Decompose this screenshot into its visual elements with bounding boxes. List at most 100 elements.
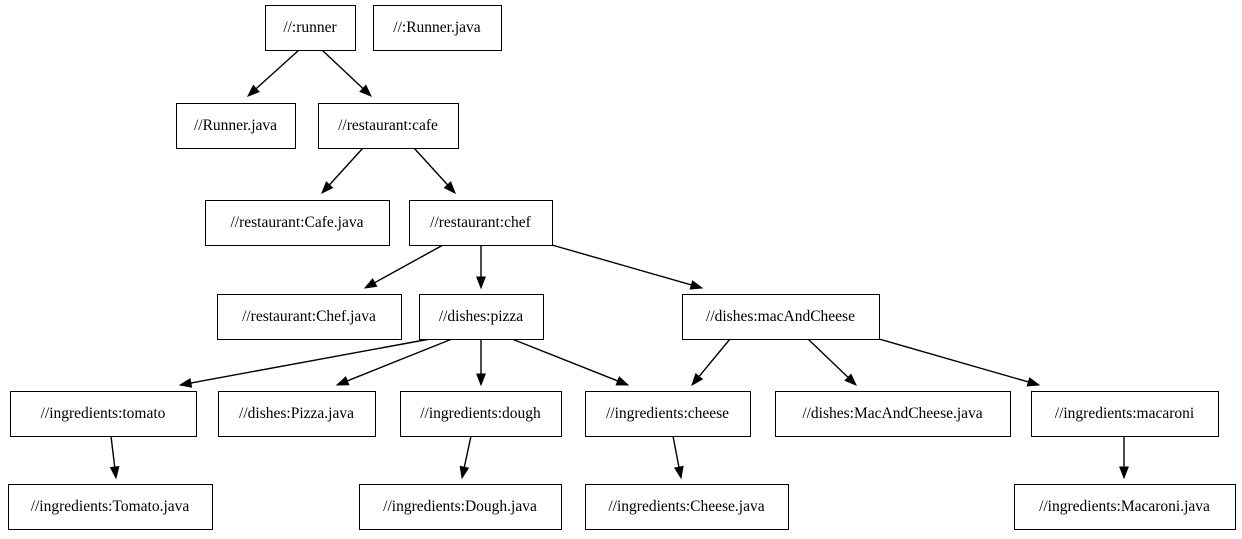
node-box[interactable] bbox=[775, 391, 1011, 437]
edge-arrowhead bbox=[674, 465, 684, 480]
node-label: //restaurant:cafe bbox=[338, 117, 438, 134]
graph-edge bbox=[691, 338, 731, 387]
edge-arrowhead bbox=[615, 376, 630, 386]
node-box[interactable] bbox=[205, 200, 390, 246]
node-box[interactable] bbox=[409, 200, 553, 246]
node-box[interactable] bbox=[419, 294, 544, 340]
graph-edge bbox=[672, 435, 684, 480]
edge-arrowhead bbox=[844, 373, 858, 386]
node-label: //:Runner.java bbox=[393, 19, 481, 36]
node-label: //Runner.java bbox=[194, 117, 277, 134]
graph-edge bbox=[109, 435, 120, 480]
edge-line bbox=[807, 338, 849, 378]
edge-arrowhead bbox=[691, 372, 704, 387]
node-box[interactable] bbox=[359, 484, 562, 530]
graph-edge bbox=[178, 338, 431, 388]
node-box[interactable] bbox=[176, 103, 296, 149]
edge-line bbox=[346, 338, 453, 382]
edge-arrowhead bbox=[476, 276, 486, 290]
edge-arrowhead bbox=[476, 373, 486, 387]
edge-line bbox=[511, 338, 619, 382]
graph-node-dishes_pizza[interactable]: //dishes:pizza bbox=[419, 294, 544, 340]
node-box[interactable] bbox=[585, 391, 751, 437]
graph-node-restaurant_cafejava[interactable]: //restaurant:Cafe.java bbox=[205, 200, 390, 246]
node-label: //dishes:MacAndCheese.java bbox=[802, 405, 982, 422]
edge-line bbox=[698, 338, 731, 377]
graph-node-runner[interactable]: //:runner bbox=[265, 5, 356, 51]
node-label: //restaurant:Cafe.java bbox=[231, 214, 364, 231]
node-box[interactable] bbox=[585, 484, 789, 530]
graph-edge bbox=[363, 244, 444, 289]
node-label: //ingredients:Dough.java bbox=[383, 498, 537, 515]
node-box[interactable] bbox=[682, 294, 880, 340]
edge-arrowhead bbox=[1026, 377, 1041, 387]
edge-line bbox=[255, 49, 300, 90]
graph-node-ing_tomatojava[interactable]: //ingredients:Tomato.java bbox=[8, 484, 213, 530]
graph-edge bbox=[476, 245, 486, 290]
edge-arrowhead bbox=[246, 84, 260, 97]
graph-node-restaurant_chef[interactable]: //restaurant:chef bbox=[409, 200, 553, 246]
nodes-layer: //:runner //:Runner.java //Runner.java //re… bbox=[8, 5, 1236, 530]
graph-node-ing_cheese[interactable]: //ingredients:cheese bbox=[585, 391, 751, 437]
graph-node-runner_java[interactable]: //Runner.java bbox=[176, 103, 296, 149]
node-box[interactable] bbox=[217, 294, 402, 340]
graph-edge bbox=[321, 147, 364, 195]
edge-arrowhead bbox=[443, 181, 456, 195]
node-label: //:runner bbox=[283, 19, 337, 36]
edge-line bbox=[321, 49, 364, 89]
graph-node-dishes_pizzajava[interactable]: //dishes:Pizza.java bbox=[218, 391, 376, 437]
graph-edge bbox=[246, 49, 300, 97]
graph-node-ing_dough[interactable]: //ingredients:dough bbox=[400, 391, 562, 437]
graph-node-dishes_macandcheese[interactable]: //dishes:macAndCheese bbox=[682, 294, 880, 340]
edge-arrowhead bbox=[359, 84, 373, 97]
edges-layer bbox=[109, 49, 1129, 480]
graph-edge bbox=[476, 339, 486, 387]
edge-line bbox=[110, 435, 116, 468]
edge-line bbox=[551, 244, 692, 286]
edge-arrowhead bbox=[459, 465, 470, 480]
node-box[interactable] bbox=[1031, 391, 1219, 437]
edge-line bbox=[328, 147, 364, 186]
graph-node-ing_macaronijava[interactable]: //ingredients:Macaroni.java bbox=[1014, 484, 1236, 530]
graph-edge bbox=[807, 338, 858, 386]
graph-node-ing_tomato[interactable]: //ingredients:tomato bbox=[10, 391, 197, 437]
graph-edge bbox=[551, 244, 704, 290]
edge-line bbox=[672, 435, 680, 468]
node-box[interactable] bbox=[318, 103, 459, 149]
node-label: //ingredients:Tomato.java bbox=[31, 498, 190, 515]
graph-edge bbox=[878, 338, 1041, 387]
node-box[interactable] bbox=[265, 5, 356, 51]
node-label: //restaurant:Chef.java bbox=[242, 308, 376, 325]
node-box[interactable] bbox=[1014, 484, 1236, 530]
graph-edge bbox=[335, 338, 453, 386]
graph-node-restaurant_cafe[interactable]: //restaurant:cafe bbox=[318, 103, 459, 149]
edge-line bbox=[463, 435, 472, 468]
node-box[interactable] bbox=[218, 391, 376, 437]
graph-node-runner_java_root[interactable]: //:Runner.java bbox=[373, 5, 502, 51]
edge-line bbox=[374, 244, 444, 284]
edge-arrowhead bbox=[109, 465, 120, 480]
node-label: //ingredients:tomato bbox=[41, 405, 166, 422]
graph-edge bbox=[459, 435, 472, 480]
node-box[interactable] bbox=[10, 391, 197, 437]
graph-node-dishes_macjava[interactable]: //dishes:MacAndCheese.java bbox=[775, 391, 1011, 437]
node-label: //ingredients:Cheese.java bbox=[608, 498, 764, 515]
graph-edge bbox=[321, 49, 373, 97]
node-label: //ingredients:cheese bbox=[606, 405, 729, 422]
node-box[interactable] bbox=[400, 391, 562, 437]
edge-arrowhead bbox=[363, 278, 378, 289]
graph-edge bbox=[511, 338, 630, 386]
node-label: //ingredients:dough bbox=[420, 405, 541, 422]
graph-node-ing_macaroni[interactable]: //ingredients:macaroni bbox=[1031, 391, 1219, 437]
graph-node-ing_doughjava[interactable]: //ingredients:Dough.java bbox=[359, 484, 562, 530]
node-label: //dishes:macAndCheese bbox=[706, 308, 855, 325]
node-label: //ingredients:Macaroni.java bbox=[1039, 498, 1210, 515]
graph-node-ing_cheesejava[interactable]: //ingredients:Cheese.java bbox=[585, 484, 789, 530]
node-box[interactable] bbox=[373, 5, 502, 51]
graph-node-restaurant_chefjava[interactable]: //restaurant:Chef.java bbox=[217, 294, 402, 340]
graph-edge bbox=[1119, 436, 1129, 480]
node-box[interactable] bbox=[8, 484, 213, 530]
edge-arrowhead bbox=[1119, 466, 1129, 480]
